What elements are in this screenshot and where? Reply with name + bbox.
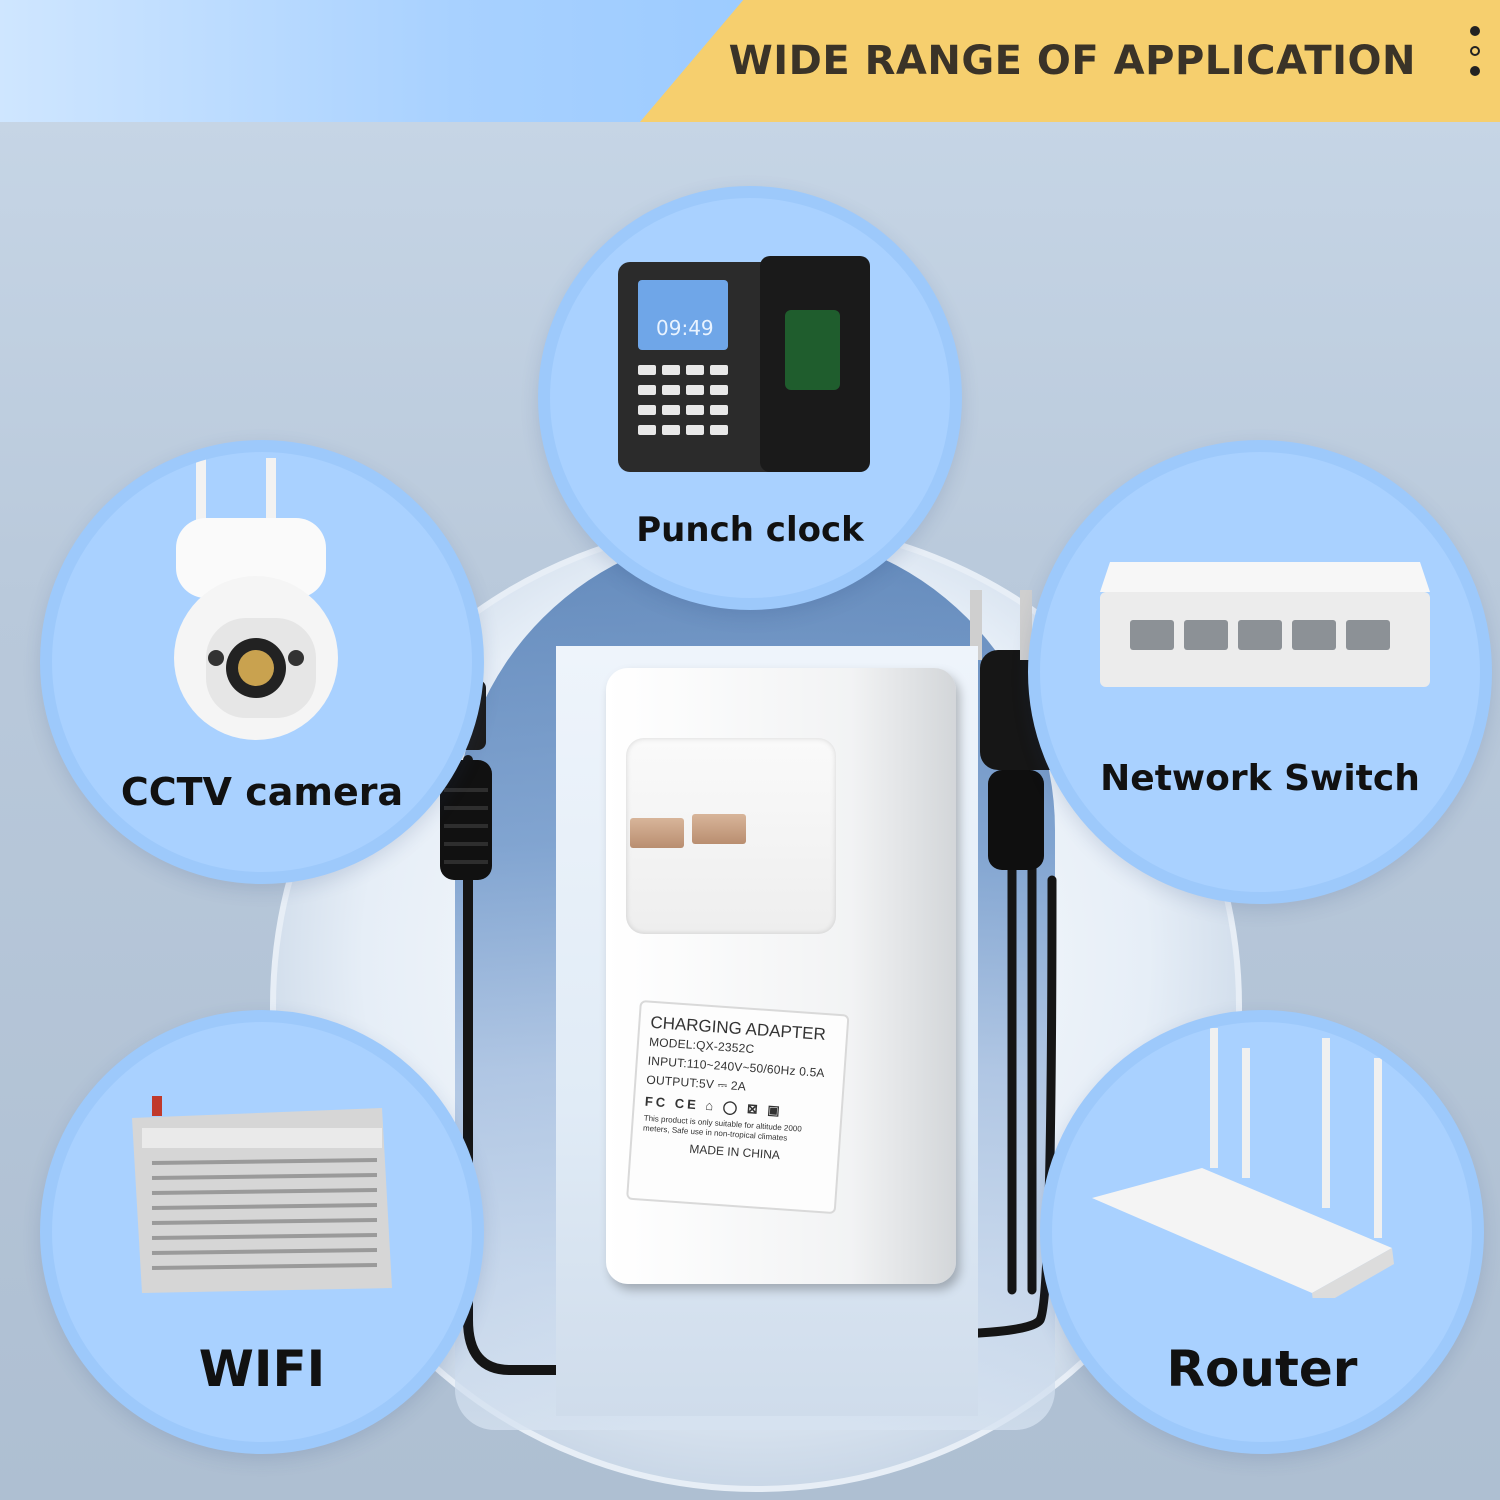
- dot-icon: [1470, 46, 1480, 56]
- application-punch-clock: 09:49 Punch clock: [538, 186, 962, 610]
- application-cctv-camera: CCTV camera: [40, 440, 484, 884]
- adapter-plug-face: [626, 738, 836, 934]
- application-network-switch: Network Switch: [1028, 440, 1492, 904]
- header-banner: [640, 0, 1500, 122]
- more-options-icon[interactable]: [1468, 26, 1482, 86]
- cctv-camera-icon: [174, 458, 338, 740]
- application-label: WIFI: [198, 1340, 326, 1398]
- router-icon: [1092, 1028, 1394, 1298]
- page-title: WIDE RANGE OF APPLICATION: [728, 38, 1416, 84]
- dot-icon: [1470, 66, 1480, 76]
- punch-clock-display: 09:49: [656, 316, 714, 340]
- application-label: Router: [1166, 1340, 1358, 1398]
- application-router: Router: [1040, 1010, 1484, 1454]
- adapter-prong: [630, 818, 684, 848]
- application-wifi: WIFI: [40, 1010, 484, 1454]
- punch-clock-icon: [618, 256, 870, 472]
- application-label: CCTV camera: [120, 770, 404, 814]
- adapter-label: CHARGING ADAPTER MODEL:QX-2352C INPUT:11…: [626, 1000, 850, 1215]
- network-switch-icon: [1100, 562, 1430, 687]
- ac-prong-left: [970, 590, 982, 660]
- application-label: Punch clock: [636, 510, 864, 550]
- adapter-prong: [692, 814, 746, 844]
- ac-strain-relief: [988, 770, 1044, 870]
- wifi-modem-icon: [132, 1096, 392, 1293]
- application-label: Network Switch: [1100, 758, 1420, 799]
- dot-icon: [1470, 26, 1480, 36]
- header-left-band: [0, 0, 760, 122]
